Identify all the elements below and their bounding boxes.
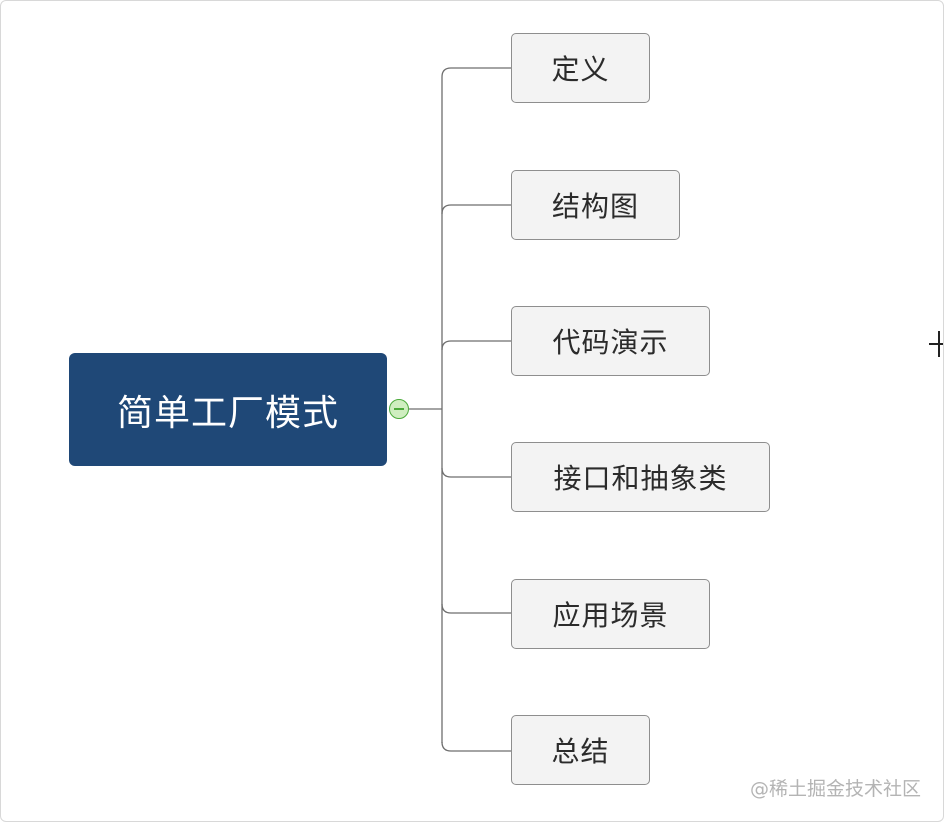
subtopic-node[interactable]: 应用场景 xyxy=(511,579,710,649)
subtopic-node[interactable]: 代码演示 xyxy=(511,306,710,376)
connector-child-6 xyxy=(441,741,511,752)
subtopic-node[interactable]: 总结 xyxy=(511,715,650,785)
subtopic-node[interactable]: 定义 xyxy=(511,33,650,103)
connector-child-1 xyxy=(441,67,511,78)
watermark: @稀土掘金技术社区 xyxy=(749,778,921,800)
subtopic-label: 应用场景 xyxy=(552,599,669,632)
connector-child-3 xyxy=(441,340,511,351)
subtopic-label: 定义 xyxy=(551,53,610,86)
central-topic-label: 简单工厂模式 xyxy=(116,392,339,434)
subtopic-label: 总结 xyxy=(551,735,610,768)
central-topic[interactable]: 简单工厂模式 xyxy=(69,353,387,466)
subtopic-node[interactable]: 接口和抽象类 xyxy=(511,442,770,512)
connector-child-5 xyxy=(441,603,511,614)
subtopic-label: 代码演示 xyxy=(552,326,669,359)
crosshair-cursor-icon xyxy=(929,331,943,359)
connector-child-2 xyxy=(441,204,511,215)
connector-child-4 xyxy=(441,467,511,478)
subtopic-label: 接口和抽象类 xyxy=(553,462,728,495)
collapse-minus-icon[interactable] xyxy=(389,399,409,419)
subtopic-label: 结构图 xyxy=(551,190,639,223)
subtopic-node[interactable]: 结构图 xyxy=(511,170,680,240)
